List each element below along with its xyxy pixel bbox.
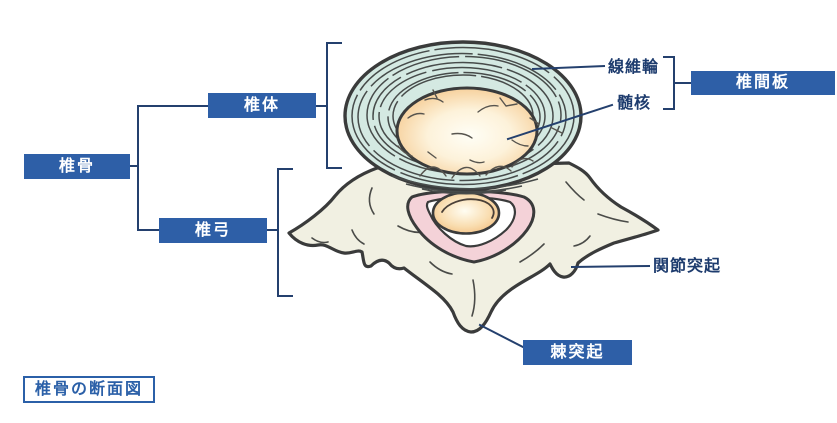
articular-process-label: 関節突起 [653,258,722,275]
nucleus-texture [397,89,563,179]
spinous-process-label: 棘突起 [550,343,605,361]
bone-sketch-lines [311,181,629,317]
vertebral-body-bracket [315,42,342,169]
caption-box: 椎骨の断面図 [23,376,155,403]
connector-lines [129,42,691,349]
vertebra-tree-bracket [129,105,208,231]
nucleus-leader-line [506,103,614,141]
caption-text: 椎骨の断面図 [34,380,143,398]
vertebra-label: 椎骨 [58,157,95,175]
nucleus-pulposus-label: 髄核 [617,95,652,112]
articular-leader-line [570,264,651,269]
spinal-canal [406,189,536,264]
disc-bracket [663,56,691,110]
intervertebral-disc [343,40,583,195]
label-box-intervertebral-disc: 椎間板 [691,71,835,95]
vertebral-arch-label: 椎弓 [194,221,231,239]
spinous-leader-line [478,323,525,349]
spinal-cord-inner-ring [441,198,495,219]
vertebral-arch-bracket [266,168,293,297]
vertebral-body-label: 椎体 [243,96,280,114]
annulus-fibrosus-label: 線維輪 [608,59,660,76]
label-box-vertebra: 椎骨 [24,154,130,179]
label-box-vertebral-body: 椎体 [208,93,316,118]
annulus-leader-line [531,64,606,71]
nucleus-pulposus [395,86,539,176]
label-box-vertebral-arch: 椎弓 [159,218,267,243]
intervertebral-disc-label: 椎間板 [735,74,790,91]
label-box-spinous-process: 棘突起 [523,340,632,365]
